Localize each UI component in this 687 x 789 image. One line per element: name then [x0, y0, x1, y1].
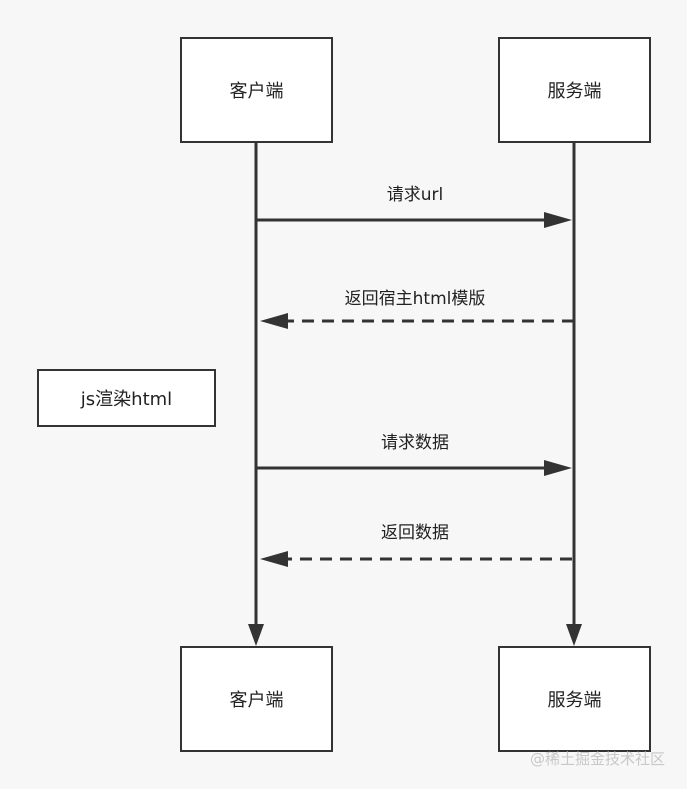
client-lifeline-arrowhead: [248, 624, 264, 646]
message-label-return-data: 返回数据: [381, 523, 449, 543]
server-lifeline-arrowhead: [566, 624, 582, 646]
client-box-bottom-label: 客户端: [229, 690, 284, 711]
note-box: js渲染html: [37, 369, 216, 427]
message-label-request-url: 请求url: [386, 185, 444, 205]
client-box-top-label: 客户端: [229, 81, 284, 102]
message-label-request-data: 请求数据: [381, 433, 449, 453]
note-label: js渲染html: [80, 389, 173, 410]
message-label-return-template: 返回宿主html模版: [344, 289, 486, 309]
message-arrowhead-request-data: [544, 460, 572, 476]
client-box-bottom: 客户端: [180, 646, 333, 752]
message-arrowhead-return-data: [260, 551, 288, 567]
message-arrowhead-request-url: [544, 212, 572, 228]
server-box-top-label: 服务端: [547, 81, 602, 102]
client-box-top: 客户端: [180, 37, 333, 143]
message-arrowhead-return-template: [260, 313, 288, 329]
watermark: @稀土掘金技术社区: [529, 750, 665, 768]
server-box-top: 服务端: [498, 37, 651, 143]
server-box-bottom-label: 服务端: [547, 690, 602, 711]
server-box-bottom: 服务端: [498, 646, 651, 752]
